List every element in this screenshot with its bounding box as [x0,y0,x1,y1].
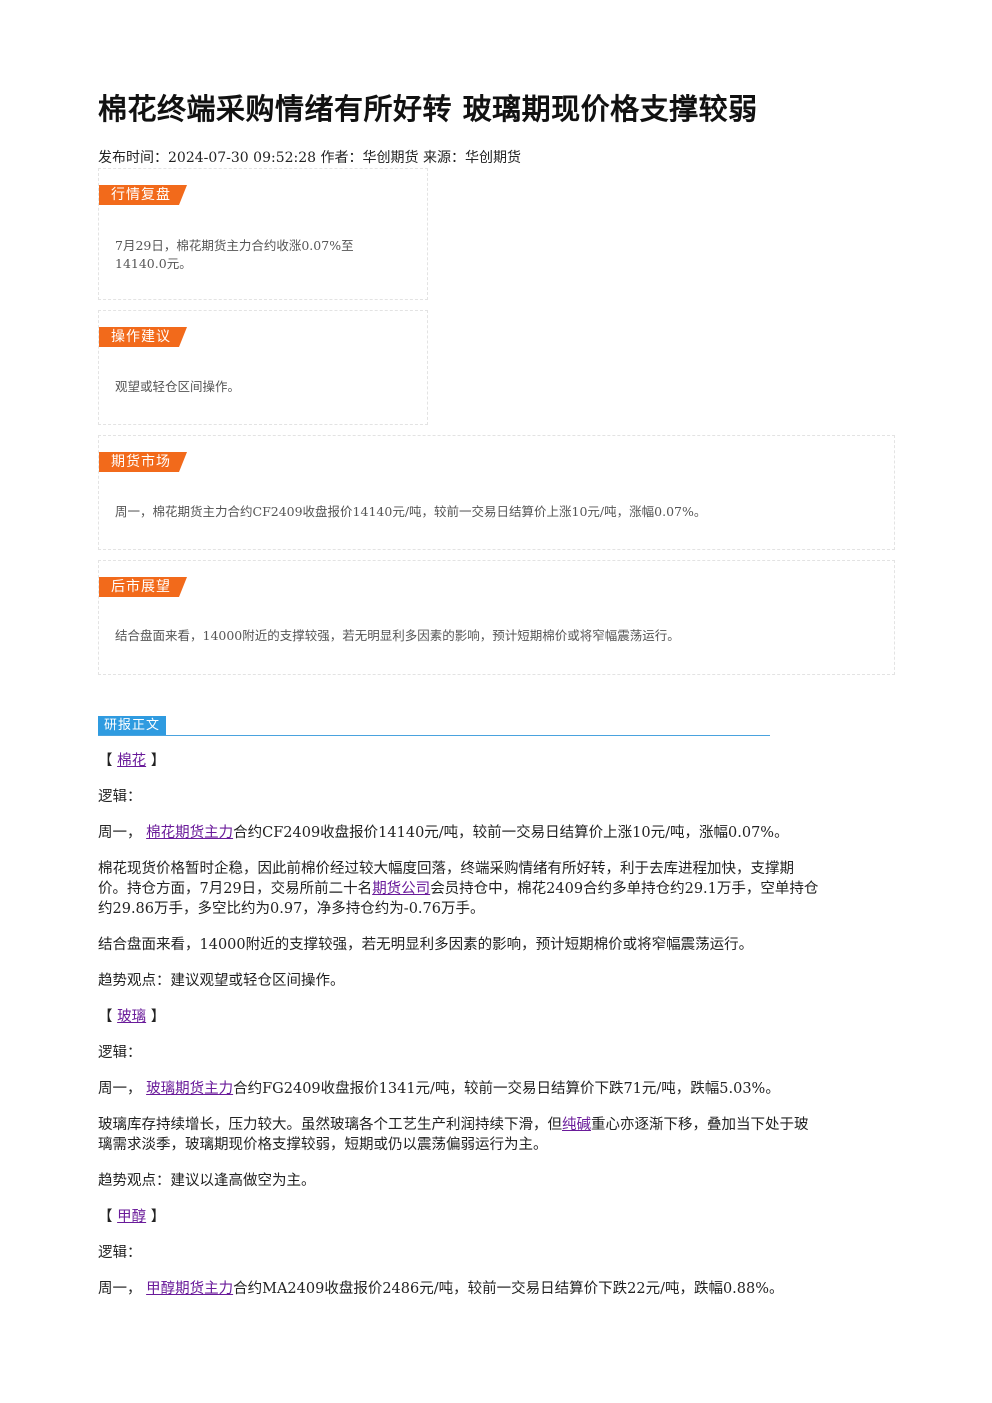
paragraph: 趋势观点：建议观望或轻仓区间操作。 [98,973,345,989]
section-header: 研报正文 [98,716,770,736]
heading-cotton: 【 棉花 】 [98,753,166,769]
summary-box-futures-market: 期货市场 周一，棉花期货主力合约CF2409收盘报价14140元/吨，较前一交易… [98,435,895,550]
link-futures-company[interactable]: 期货公司 [372,881,431,897]
summary-box-advice: 操作建议 观望或轻仓区间操作。 [98,310,428,425]
link-glass[interactable]: 玻璃 [117,1009,147,1025]
paragraph: 周一， 棉花期货主力合约CF2409收盘报价14140元/吨，较前一交易日结算价… [98,825,789,841]
summary-box-market-review: 行情复盘 7月29日，棉花期货主力合约收涨0.07%至 14140.0元。 [98,168,428,300]
box-tag: 后市展望 [99,577,187,597]
summary-box-outlook: 后市展望 结合盘面来看，14000附近的支撑较强，若无明显利多因素的影响，预计短… [98,560,895,675]
link-soda-ash[interactable]: 纯碱 [562,1117,591,1133]
paragraph: 趋势观点：建议以逢高做空为主。 [98,1173,316,1189]
link-glass-futures[interactable]: 玻璃期货主力 [146,1081,234,1097]
heading-methanol: 【 甲醇 】 [98,1209,166,1225]
section-label: 研报正文 [98,716,167,735]
logic-label: 逻辑： [98,789,142,805]
link-cotton-futures[interactable]: 棉花期货主力 [146,825,234,841]
article-meta: 发布时间：2024-07-30 09:52:28 作者：华创期货 来源：华创期货 [98,150,521,166]
link-methanol[interactable]: 甲醇 [117,1209,147,1225]
box-text: 周一，棉花期货主力合约CF2409收盘报价14140元/吨，较前一交易日结算价上… [115,504,707,519]
box-text: 结合盘面来看，14000附近的支撑较强，若无明显利多因素的影响，预计短期棉价或将… [115,628,680,643]
box-text: 观望或轻仓区间操作。 [115,379,241,394]
paragraph: 结合盘面来看，14000附近的支撑较强，若无明显利多因素的影响，预计短期棉价或将… [98,937,754,953]
heading-glass: 【 玻璃 】 [98,1009,166,1025]
logic-label: 逻辑： [98,1245,142,1261]
logic-label: 逻辑： [98,1045,142,1061]
box-tag: 期货市场 [99,452,187,472]
paragraph: 玻璃库存持续增长，压力较大。虽然玻璃各个工艺生产利润持续下滑，但纯碱重心亦逐渐下… [98,1117,809,1153]
box-text: 7月29日，棉花期货主力合约收涨0.07%至 14140.0元。 [115,238,354,271]
link-methanol-futures[interactable]: 甲醇期货主力 [146,1281,234,1297]
box-tag: 行情复盘 [99,185,187,205]
paragraph: 周一， 甲醇期货主力合约MA2409收盘报价2486元/吨，较前一交易日结算价下… [98,1281,784,1297]
article-title: 棉花终端采购情绪有所好转 玻璃期现价格支撑较弱 [98,92,758,126]
link-cotton[interactable]: 棉花 [117,753,147,769]
paragraph: 棉花现货价格暂时企稳，因此前棉价经过较大幅度回落，终端采购情绪有所好转，利于去库… [98,861,819,917]
paragraph: 周一， 玻璃期货主力合约FG2409收盘报价1341元/吨，较前一交易日结算价下… [98,1081,780,1097]
box-tag: 操作建议 [99,327,187,347]
